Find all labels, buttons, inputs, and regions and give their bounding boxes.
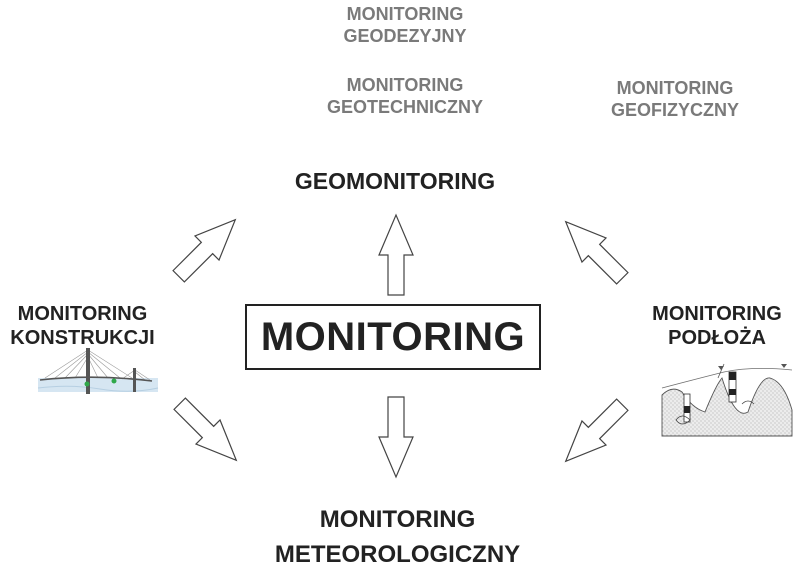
arrow-up-right-icon <box>166 207 248 289</box>
label-line: METEOROLOGICZNY <box>274 540 521 567</box>
label-line: GEOFIZYCZNY <box>610 99 739 120</box>
label-monitoring-geofizyczny: MONITORING GEOFIZYCZNY <box>580 78 770 121</box>
label-line: GEOTECHNICZNY <box>326 96 483 117</box>
label-line: KONSTRUKCJI <box>10 327 155 349</box>
label-line: MONITORING <box>616 78 734 98</box>
geologic-profile-icon <box>661 363 793 437</box>
center-monitoring-box: MONITORING <box>245 304 541 370</box>
label-line: MONITORING <box>346 4 464 24</box>
label-line: MONITORING <box>319 506 476 533</box>
label-line: MONITORING <box>652 303 782 325</box>
label-line: MONITORING <box>346 75 464 95</box>
arrow-down-right-icon <box>167 391 249 473</box>
label-monitoring-podloza: MONITORING PODŁOŻA <box>636 302 798 350</box>
arrow-up-icon <box>378 214 414 296</box>
label-monitoring-meteorologiczny: MONITORING METEOROLOGICZNY <box>220 503 575 567</box>
arrow-up-left-icon <box>553 209 635 291</box>
label-monitoring-geotechniczny: MONITORING GEOTECHNICZNY <box>300 75 510 118</box>
bridge-icon <box>37 348 159 394</box>
arrow-down-icon <box>378 396 414 478</box>
label-line: MONITORING <box>17 303 148 325</box>
label-line: PODŁOŻA <box>668 327 766 349</box>
label-monitoring-konstrukcji: MONITORING KONSTRUKCJI <box>0 302 165 350</box>
label-geomonitoring: GEOMONITORING <box>294 168 496 194</box>
arrow-down-left-icon <box>553 392 635 474</box>
label-monitoring-geodezyjny: MONITORING GEODEZYJNY <box>300 4 510 47</box>
label-line: GEODEZYJNY <box>343 25 467 46</box>
